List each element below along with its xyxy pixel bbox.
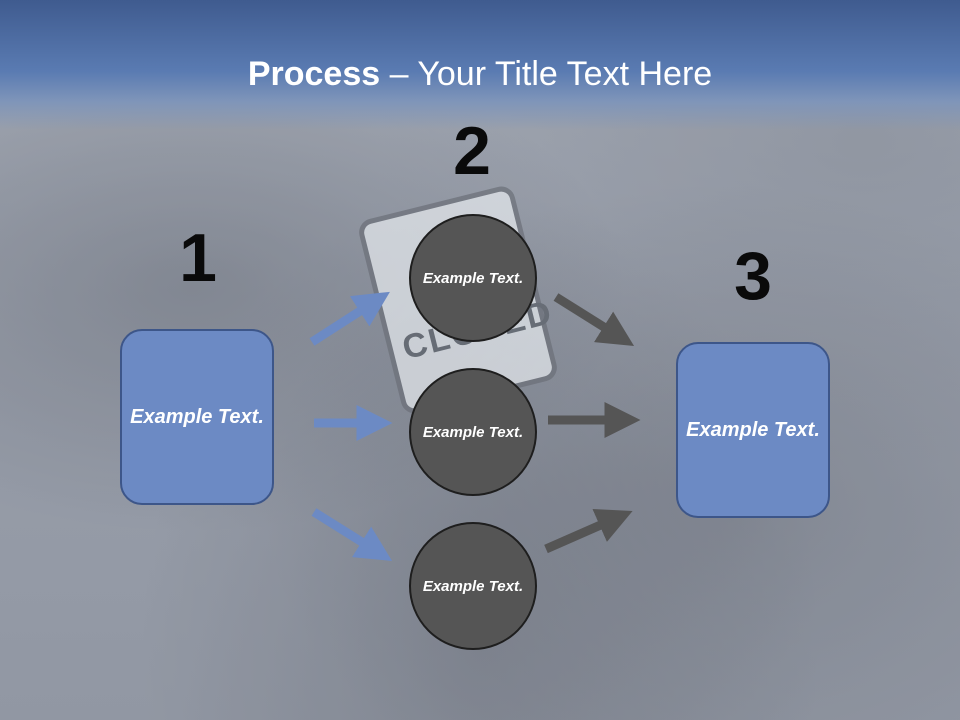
step-1-box-text: Example Text. <box>130 405 264 428</box>
circle-bottom-text: Example Text. <box>422 577 524 595</box>
title-bold: Process <box>247 55 381 93</box>
step-1-box[interactable]: Example Text. <box>120 329 274 505</box>
title-rest: – Your Title Text Here <box>380 55 713 93</box>
title-bar <box>0 0 960 130</box>
step-3-box[interactable]: Example Text. <box>676 342 830 518</box>
circle-top-text: Example Text. <box>422 269 524 287</box>
step-2-number: 2 <box>453 113 491 189</box>
step-2-circle-top[interactable]: Example Text. <box>409 214 537 342</box>
arrow-bottom-to-3 <box>544 508 633 554</box>
arrow-1-to-top <box>309 291 390 346</box>
step-2-circle-middle[interactable]: Example Text. <box>409 368 537 496</box>
circle-middle-text: Example Text. <box>422 423 524 441</box>
page-title: Process – Your Title Text Here <box>0 52 960 96</box>
step-3-number: 3 <box>734 238 772 314</box>
arrow-1-to-bottom <box>311 508 393 561</box>
step-1-number: 1 <box>179 220 217 296</box>
arrow-top-to-3 <box>553 293 635 346</box>
step-2-circle-bottom[interactable]: Example Text. <box>409 522 537 650</box>
step-3-box-text: Example Text. <box>686 418 820 441</box>
